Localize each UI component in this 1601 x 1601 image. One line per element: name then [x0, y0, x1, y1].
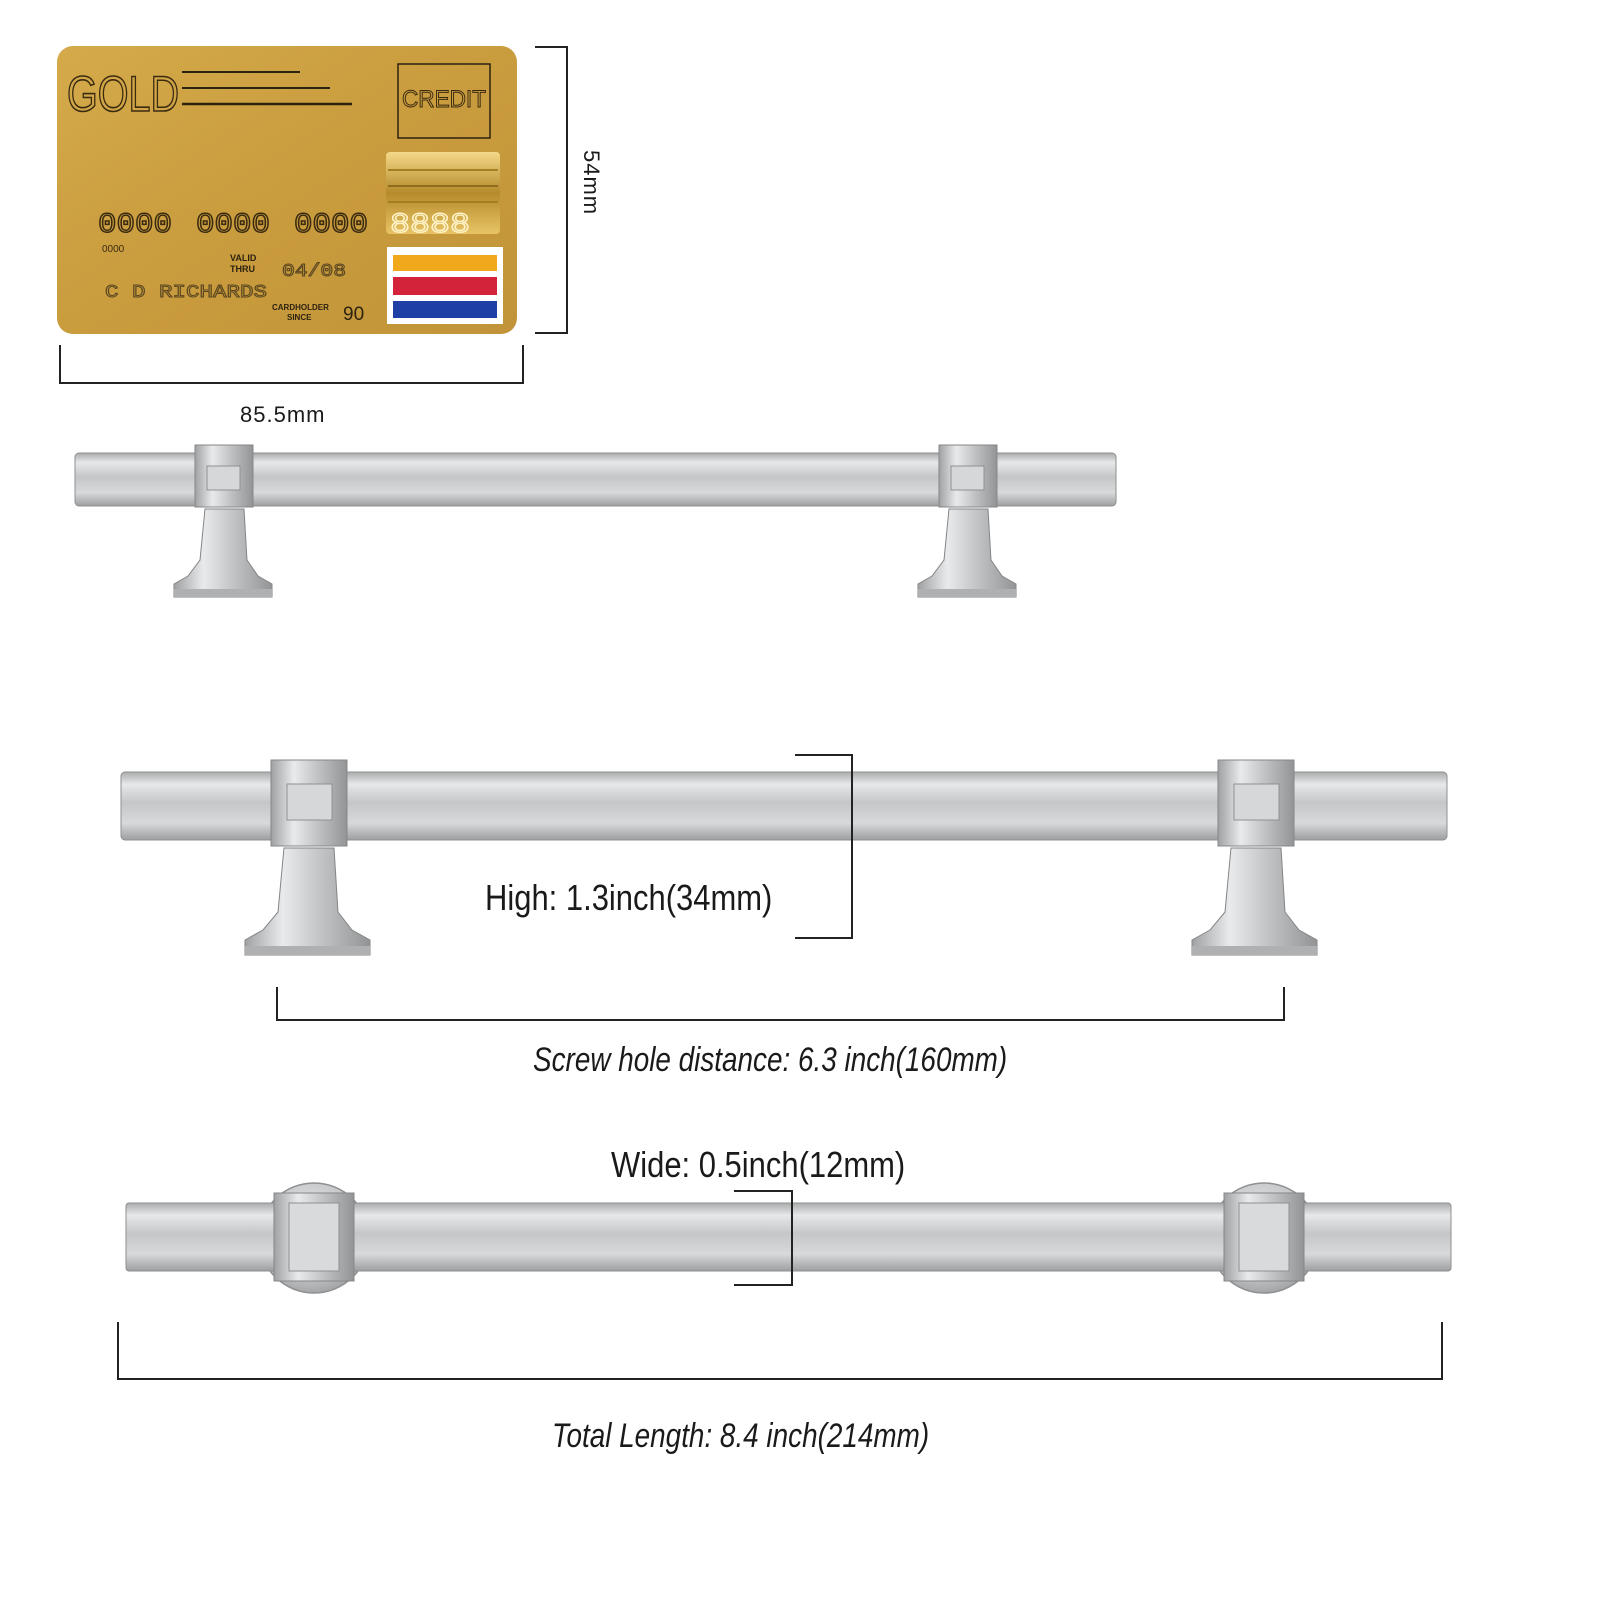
card-height-label: 54mm: [579, 150, 604, 216]
card-chip: [386, 152, 500, 234]
card-chip-digits: 8888: [390, 210, 470, 241]
valid-thru-label-2: THRU: [230, 264, 255, 274]
credit-card: GOLD CREDIT 8888 0000 0000 0000 0000 VAL…: [57, 46, 517, 334]
card-width-label: 85.5mm: [240, 402, 326, 427]
handle-front-view: [74, 444, 1117, 598]
holder-since-label-1: CARDHOLDER: [272, 303, 329, 312]
screw-distance-label: Screw hole distance: 6.3 inch(160mm): [533, 1041, 1008, 1079]
card-small-number: 0000: [102, 244, 125, 255]
right-clip-top: [1223, 1192, 1305, 1282]
right-post: [917, 444, 1017, 598]
card-number-group-3: 0000: [294, 210, 368, 241]
left-post: [173, 444, 273, 598]
left-clip-top: [273, 1192, 355, 1282]
card-width-bracket: [59, 345, 524, 384]
holder-since-label-2: SINCE: [287, 313, 312, 322]
handle-top-view: [125, 1182, 1452, 1294]
card-color-stripes: [387, 247, 503, 324]
card-number-group-1: 0000: [98, 210, 172, 241]
total-length-label: Total Length: 8.4 inch(214mm): [552, 1417, 930, 1455]
wide-bracket: [734, 1190, 793, 1286]
right-post-large: [1191, 759, 1318, 956]
high-bracket: [795, 754, 853, 939]
valid-thru-label-1: VALID: [230, 253, 257, 263]
screw-distance-bracket: [276, 987, 1285, 1021]
holder-since-value: 90: [343, 304, 364, 325]
card-number-group-2: 0000: [196, 210, 270, 241]
high-label: High: 1.3inch(34mm): [485, 877, 773, 918]
card-type-label: CREDIT: [402, 86, 486, 113]
card-brand: GOLD: [67, 66, 179, 122]
credit-box: [397, 63, 491, 139]
wide-label: Wide: 0.5inch(12mm): [611, 1144, 906, 1185]
card-holder-name: C D RICHARDS: [105, 283, 267, 303]
valid-thru-value: 04/08: [282, 262, 346, 282]
total-length-bracket: [117, 1322, 1443, 1380]
handle-front-view-large: [120, 759, 1448, 956]
card-height-bracket: [535, 46, 568, 334]
left-post-large: [244, 759, 371, 956]
